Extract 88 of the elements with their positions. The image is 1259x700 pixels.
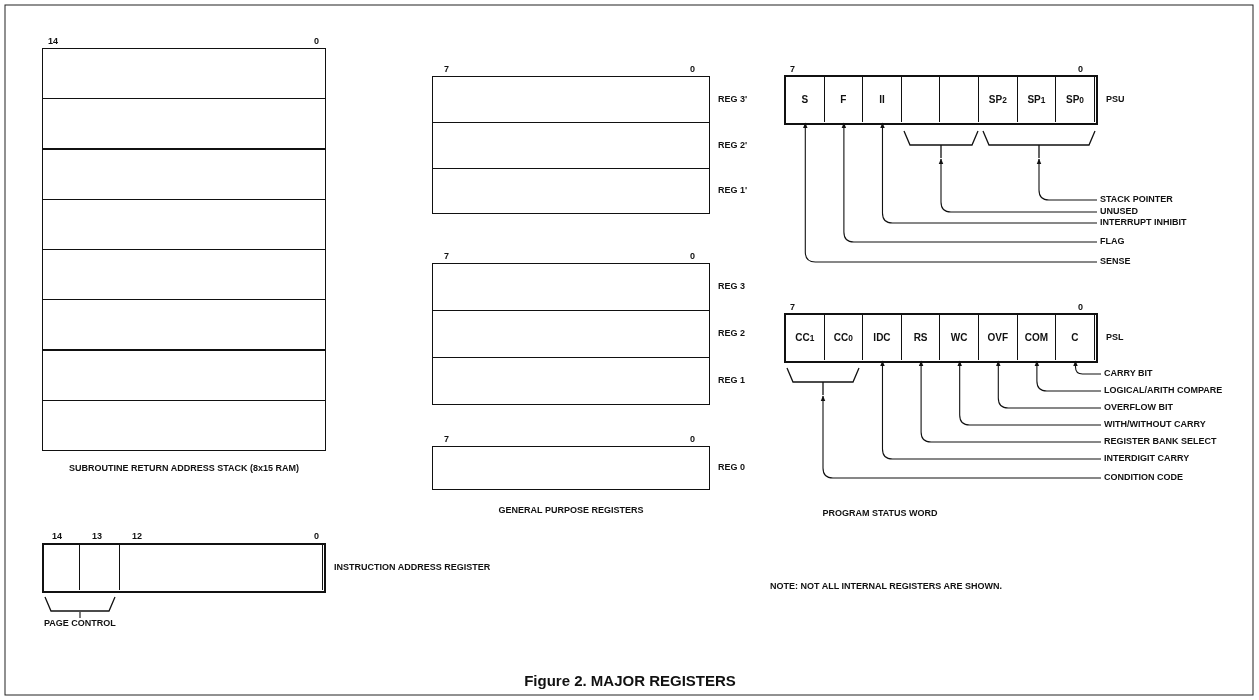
bit-cell: F [824,77,864,122]
bit-number: 0 [1078,64,1083,75]
bit-number: 13 [92,531,102,542]
bit-number: 7 [444,251,449,262]
register-caption: SUBROUTINE RETURN ADDRESS STACK (8x15 RAM) [69,463,299,474]
field-label: LOGICAL/ARITH COMPARE [1104,385,1223,397]
register-frame [784,75,1098,125]
field-label: CONDITION CODE [1104,472,1183,484]
bit-cell: II [863,77,902,122]
leader-line [820,395,1102,479]
register-name: PSL [1106,332,1124,343]
bit-number: 0 [690,251,695,262]
bracket [903,130,979,158]
leader-line [1036,158,1098,201]
field-label: INTERDIGIT CARRY [1104,453,1190,465]
bit-cell: S [786,77,825,122]
bit-number: 14 [48,36,58,47]
register-frame [42,543,326,593]
leader-line [918,360,1102,443]
bit-cell: WC [940,315,979,360]
bit-number: 0 [690,434,695,445]
bit-number: 0 [690,64,695,75]
register-row [432,446,710,490]
field-label: INTERRUPT INHIBIT [1100,217,1187,229]
leader-line [802,122,1098,263]
field-label: PAGE CONTROL [44,618,116,630]
register-row [432,168,710,214]
bit-number: 7 [790,64,795,75]
bit-cell: OVF [979,315,1018,360]
bit-number: 12 [132,531,142,542]
leader-line [79,611,81,619]
bit-number: 0 [1078,302,1083,313]
register-row [432,122,710,169]
bit-number: 7 [444,434,449,445]
bracket [44,596,116,612]
field-label: UNUSED [1100,206,1138,218]
register-row [42,349,326,401]
register-row [42,249,326,300]
bit-cell: C [1056,315,1095,360]
leader-line [841,122,1098,243]
register-row [432,357,710,405]
leader-line [995,360,1102,409]
register-name: PSU [1106,94,1125,105]
register-name: REG 3 [718,281,745,292]
register-name: REG 2' [718,139,748,151]
leader-line [1034,360,1102,392]
register-name: REG 0 [718,462,745,473]
field-label: WITH/WITHOUT CARRY [1104,419,1206,431]
leader-line [880,122,1098,224]
bit-number: 0 [314,36,319,47]
register-caption: PROGRAM STATUS WORD [822,508,938,519]
leader-line [880,360,1102,460]
register-row [42,48,326,99]
register-row [42,299,326,351]
bit-cell: IDC [863,315,902,360]
register-row [432,263,710,311]
bracket [786,367,860,395]
register-name: REG 1 [718,375,745,386]
field-label: REGISTER BANK SELECT [1104,436,1217,448]
register-name: REG 3' [718,93,748,105]
register-frame [784,313,1098,363]
register-row [432,310,710,358]
field-label: FLAG [1100,236,1125,248]
leader-line [1073,360,1102,375]
field-label: OVERFLOW BIT [1104,402,1173,414]
register-name: REG 1' [718,185,748,196]
bit-cell: COM [1017,315,1057,360]
register-row [432,76,710,123]
field-label: STACK POINTER [1100,194,1173,206]
register-row [42,148,326,200]
leader-line [957,360,1102,426]
bit-number: 7 [444,64,449,75]
register-name: REG 2 [718,328,745,339]
bit-number: 7 [790,302,795,313]
bit-number: 0 [314,531,319,542]
figure-caption: Figure 2. MAJOR REGISTERS [524,672,736,689]
leader-line [938,158,1098,213]
register-row [42,399,326,451]
bit-number: 14 [52,531,62,542]
register-name: INSTRUCTION ADDRESS REGISTER [334,562,491,573]
register-caption: GENERAL PURPOSE REGISTERS [498,505,644,516]
register-row [42,198,326,250]
bracket [982,130,1096,158]
note-text: NOTE: NOT ALL INTERNAL REGISTERS ARE SHOWN. [770,581,1002,592]
register-row [42,98,326,150]
field-label: CARRY BIT [1104,368,1153,380]
bit-cell: RS [901,315,941,360]
field-label: SENSE [1100,256,1131,268]
